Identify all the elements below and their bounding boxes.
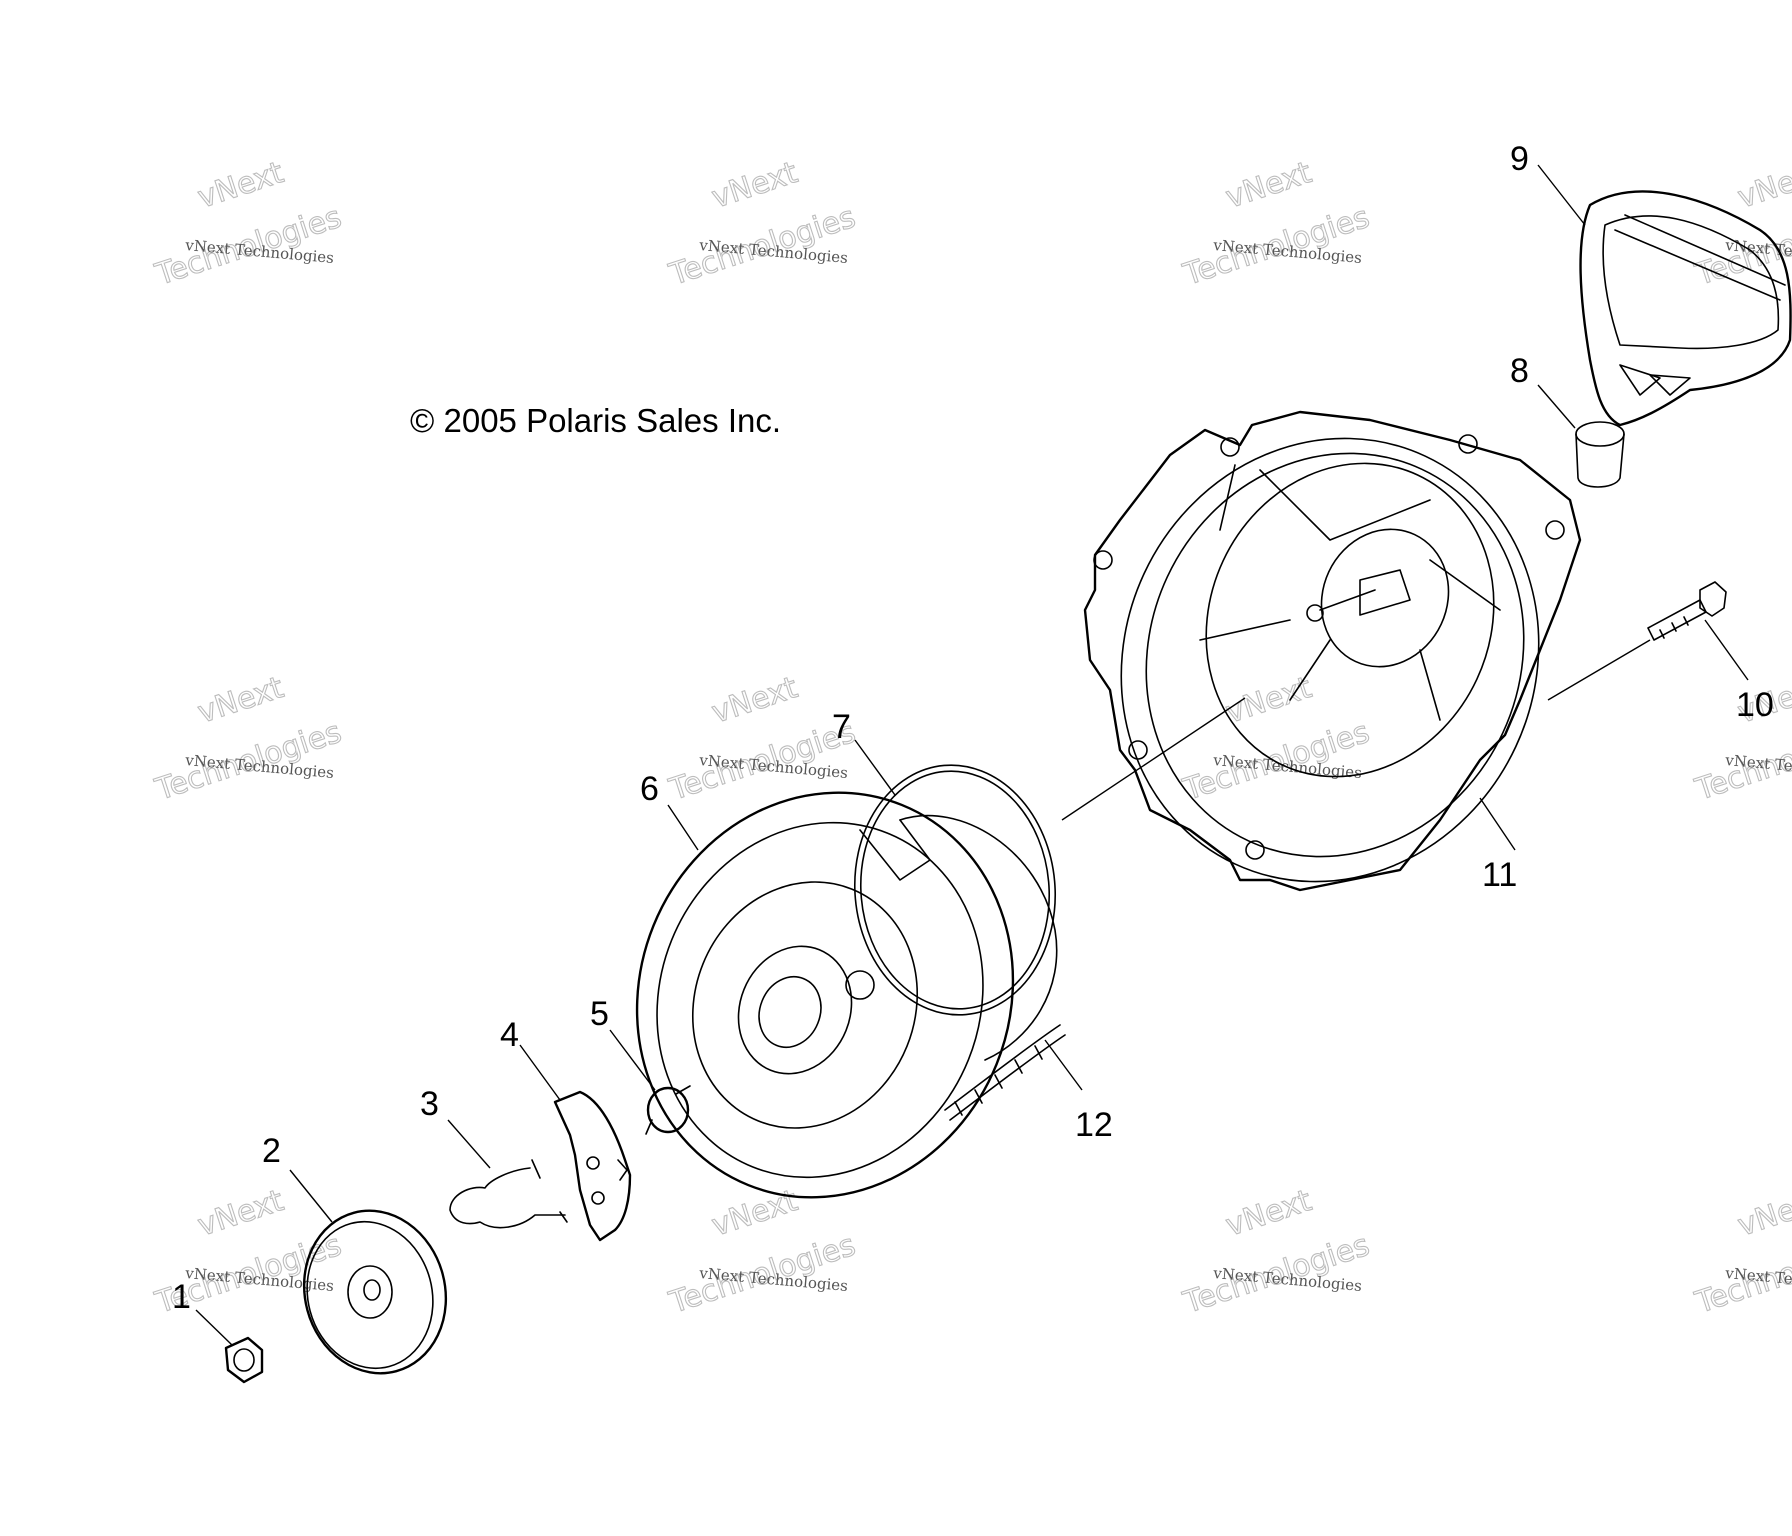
- leader-9: [1537, 164, 1586, 226]
- watermark-tile: vNext Technologies vNext Technologies: [664, 670, 860, 809]
- watermark-word-a: vNext: [1222, 155, 1316, 215]
- watermark-tile: vNext Technologies vNext Technologies: [664, 155, 860, 294]
- watermark-tile: vNext Technologies vNext Technologies: [1690, 1183, 1792, 1322]
- part-4-pawl: [553, 1090, 632, 1242]
- callout-labels: 1 2 3 4 5 6 7 8 9 10 11 12: [172, 140, 1774, 1316]
- part-3-clip: [449, 1159, 568, 1229]
- part-5-spring: [645, 1085, 691, 1135]
- watermark-tile: vNext Technologies vNext Technologies: [1178, 1183, 1374, 1322]
- part-10-bolt: [1647, 581, 1727, 641]
- callout-9: 9: [1510, 140, 1529, 178]
- watermark-word-a: vNext: [194, 1183, 288, 1243]
- watermark-tile: vNext Technologies vNext Technologies: [150, 155, 346, 294]
- leader-10: [1704, 619, 1749, 681]
- callout-1: 1: [172, 1278, 191, 1316]
- callout-8: 8: [1510, 352, 1529, 390]
- leader-8: [1537, 384, 1576, 429]
- watermark-word-a: vNext: [194, 670, 288, 730]
- part-11-starter-housing: [1083, 410, 1582, 892]
- watermark-tile: vNext Technologies vNext Technologies: [1178, 670, 1374, 809]
- callout-7: 7: [832, 708, 851, 746]
- part-8-bushing: [1575, 421, 1625, 488]
- watermark-word-a: vNext: [1222, 670, 1316, 730]
- callout-3: 3: [420, 1085, 439, 1123]
- callout-10: 10: [1736, 686, 1774, 724]
- leader-1: [195, 1309, 233, 1346]
- watermark-word-a: vNext: [708, 670, 802, 730]
- watermark-word-a: vNext: [1734, 1183, 1792, 1243]
- part-12-rope: [944, 1024, 1066, 1121]
- part-2-cover-plate: [302, 1209, 448, 1375]
- callout-2: 2: [262, 1132, 281, 1170]
- watermark-word-a: vNext: [708, 155, 802, 215]
- callout-4: 4: [500, 1016, 519, 1054]
- copyright-notice: © 2005 Polaris Sales Inc.: [410, 402, 781, 439]
- assembly-centerline: [1061, 639, 1651, 821]
- leader-3: [447, 1119, 491, 1169]
- leader-5: [609, 1029, 656, 1091]
- watermark-tile: vNext Technologies vNext Technologies: [1690, 155, 1792, 294]
- callout-12: 12: [1075, 1106, 1113, 1144]
- part-6-pulley: [635, 791, 1058, 1199]
- leader-2: [289, 1169, 333, 1223]
- watermark-word-a: vNext: [1734, 155, 1792, 215]
- watermark-word-a: vNext: [708, 1183, 802, 1243]
- watermark-tile: vNext Technologies vNext Technologies: [150, 670, 346, 809]
- part-7-recoil-spring: [853, 764, 1057, 1016]
- leader-4: [519, 1044, 561, 1101]
- callout-11: 11: [1482, 856, 1517, 894]
- watermark-word-a: vNext: [194, 155, 288, 215]
- watermark-layer: vNext Technologies vNext Technologies vN…: [150, 155, 1792, 1322]
- watermark-tile: vNext Technologies vNext Technologies: [664, 1183, 860, 1322]
- leader-11: [1479, 797, 1516, 851]
- leader-lines: [195, 164, 1749, 1346]
- leader-7: [854, 739, 896, 796]
- watermark-word-a: vNext: [1222, 1183, 1316, 1243]
- part-9-handle: [1579, 190, 1792, 427]
- part-1-nut: [224, 1336, 264, 1384]
- callout-6: 6: [640, 770, 659, 808]
- leader-12: [1044, 1039, 1083, 1091]
- callout-5: 5: [590, 995, 609, 1033]
- leader-6: [667, 804, 699, 851]
- watermark-tile: vNext Technologies vNext Technologies: [1178, 155, 1374, 294]
